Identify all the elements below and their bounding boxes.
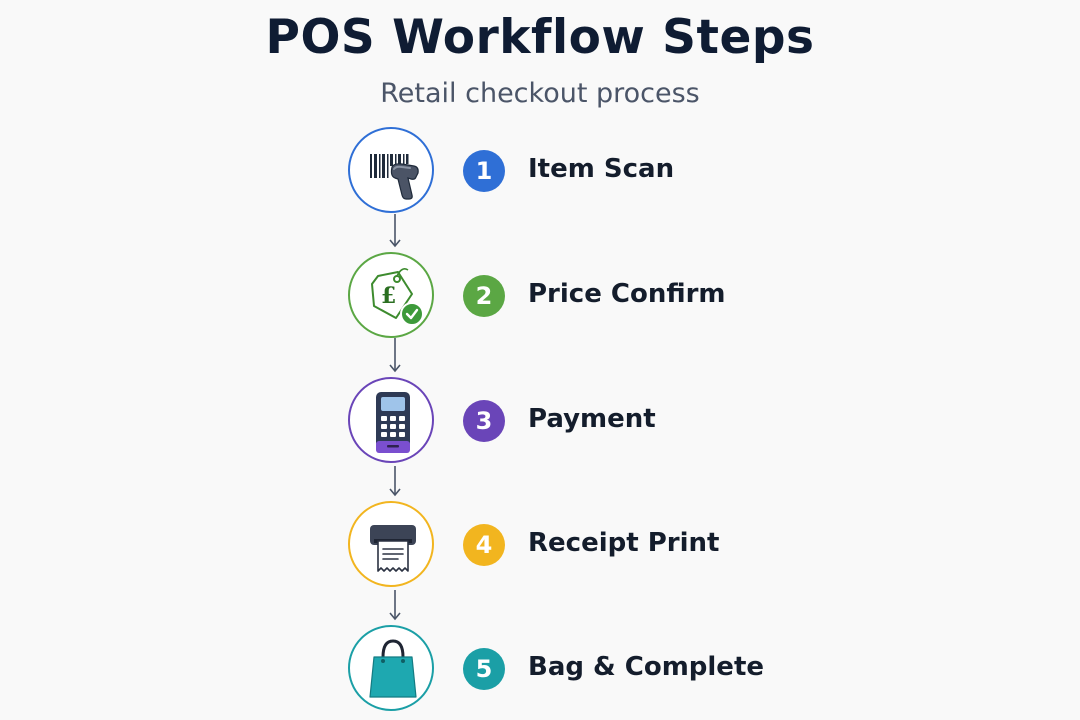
- step-receipt-print: 4 Receipt Print: [348, 501, 908, 591]
- step-1-circle: [348, 127, 434, 213]
- step-2-circle: £: [348, 252, 434, 338]
- card-terminal-icon: [376, 392, 410, 453]
- connector-arrowhead-3: [389, 488, 401, 497]
- step-1-badge: 1: [463, 150, 505, 192]
- step-4-label: Receipt Print: [528, 528, 720, 558]
- shopping-bag-icon: [369, 639, 417, 698]
- step-5-label: Bag & Complete: [528, 652, 765, 682]
- connector-arrowhead-2: [389, 364, 401, 373]
- step-3-badge: 3: [463, 400, 505, 442]
- step-3-circle: [348, 377, 434, 463]
- step-5-circle: [348, 625, 434, 711]
- step-4-badge: 4: [463, 524, 505, 566]
- step-2-badge: 2: [463, 275, 505, 317]
- step-payment: 3 Payment: [348, 377, 908, 467]
- step-bag-complete: 5 Bag & Complete: [348, 625, 908, 715]
- step-5-badge: 5: [463, 648, 505, 690]
- receipt-printer-icon: [370, 525, 416, 572]
- page-title: POS Workflow Steps: [265, 10, 815, 65]
- step-2-label: Price Confirm: [528, 279, 726, 309]
- price-tag-check-icon: £: [371, 268, 424, 326]
- step-price-confirm: £ 2 Price Confirm: [348, 252, 908, 342]
- connector-arrowhead-4: [389, 612, 401, 621]
- step-3-label: Payment: [528, 404, 656, 434]
- connector-arrowhead-1: [389, 239, 401, 248]
- barcode-scanner-icon: [370, 154, 419, 200]
- step-item-scan: 1 Item Scan: [348, 127, 908, 217]
- step-1-label: Item Scan: [528, 154, 675, 184]
- step-4-circle: [348, 501, 434, 587]
- page-subtitle: Retail checkout process: [380, 78, 700, 109]
- svg-text:£: £: [381, 283, 396, 309]
